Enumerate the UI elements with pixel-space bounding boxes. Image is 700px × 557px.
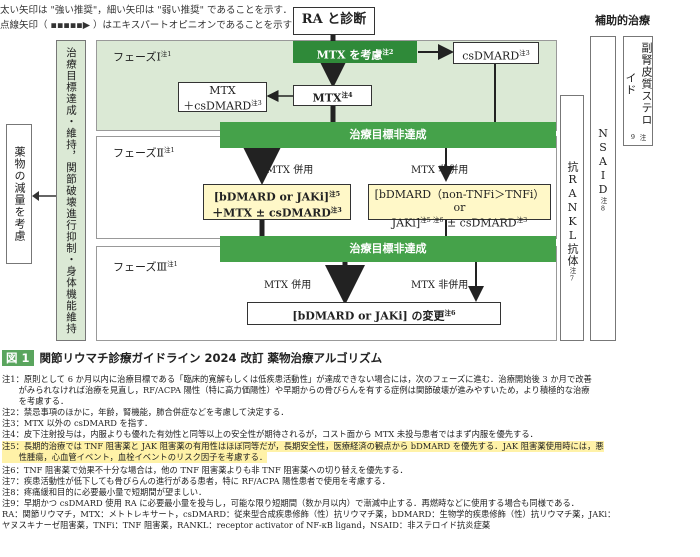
csdmard-box: csDMARD注3 — [453, 42, 539, 64]
label-mtx-combined-2: MTX 併用 — [264, 280, 312, 291]
unmet-goal-bar-2: 治療目標非達成 — [220, 236, 556, 262]
phase-2-label: フェーズⅡ注1 — [113, 146, 175, 160]
phase-3-label: フェーズⅢ注1 — [113, 260, 178, 274]
note-5a: 注5：長期的治療では TNF 阻害薬と JAK 阻害薬の有用性はほぼ同等だが，長… — [2, 441, 604, 452]
figure-caption: 図 1 関節リウマチ診療ガイドライン 2024 改訂 薬物治療アルゴリズム — [2, 350, 382, 366]
abbreviations-line-2: ヤヌスキナーゼ阻害薬，TNFi：TNF 阻害薬，RANKL：receptor a… — [2, 520, 491, 530]
note-5b: 性腫瘍，心血管イベント，血栓イベントのリスク因子を考慮する． — [2, 452, 268, 463]
corticosteroid-box: 副腎皮質ステロイド注9 — [623, 36, 653, 146]
treatment-goal-maintain-box: 治療目標達成・維持，関節破壊進行抑制・身体機能維持 — [56, 40, 86, 341]
note-1c: を考慮する． — [2, 396, 69, 406]
legend-line-2: 点線矢印（ ▪▪▪▪▪▶ ）はエキスパートオピニオンであることを示す． — [0, 20, 302, 31]
label-mtx-not-combined-2: MTX 非併用 — [411, 280, 469, 291]
phase-1-label: フェーズⅠ注1 — [113, 50, 172, 64]
mtx-box: MTX注4 — [293, 85, 372, 106]
mtx-consider-bar: MTX を考慮注2 — [293, 41, 417, 63]
abbreviations-line-1: RA：関節リウマチ，MTX：メトトレキサート，csDMARD：従来型合成疾患修飾… — [2, 509, 616, 519]
bdmard-jaki-without-mtx-box: [bDMARD（non-TNFi＞TNFi）or JAKi]注5 注6 ± cs… — [368, 184, 551, 230]
bdmard-jaki-with-mtx-box: [bDMARD or JAKi]注5 ＋MTX ± csDMARD注3 — [203, 184, 351, 220]
note-7: 注7：疾患活動性が低下しても骨びらんの進行がある患者，特に RF/ACPA 陽性… — [2, 476, 391, 486]
legend-line-1: 太い矢印は "強い推奨"，細い矢印は "弱い推奨" であることを示す． — [0, 5, 293, 16]
ra-diagnosis-box: RA と診断 — [293, 7, 375, 35]
figure-number: 図 1 — [2, 350, 34, 366]
anti-rankl-antibody-box: 抗RANKL抗体注7 — [560, 95, 584, 341]
note-1b: がみられなければ治療を見直し，RF/ACPA 陽性（特に高力価陽性）や早期からの… — [2, 385, 590, 395]
note-3: 注3：MTX 以外の csDMARD を指す． — [2, 418, 153, 428]
arrow-left-to-reduce — [32, 191, 56, 201]
label-mtx-combined: MTX 併用 — [266, 165, 314, 176]
mtx-plus-csdmard-box: MTX ＋csDMARD注3 — [178, 82, 267, 113]
note-4: 注4：皮下注射投与は，内服よりも優れた有効性と同等以上の安全性が期待されるが，コ… — [2, 429, 538, 439]
note-9: 注9：早期かつ csDMARD 使用 RA に必要最小量を投与し，可能な限り短期… — [2, 498, 580, 508]
figure-title: 関節リウマチ診療ガイドライン 2024 改訂 薬物治療アルゴリズム — [39, 351, 383, 365]
drug-reduction-box: 薬物の減量を考慮 — [6, 124, 32, 264]
note-8: 注8：疼痛緩和目的に必要最小量で短期間が望ましい． — [2, 487, 207, 497]
note-6: 注6：TNF 阻害薬で効果不十分な場合は，他の TNF 阻害薬よりも非 TNF … — [2, 465, 408, 475]
unmet-goal-bar-1: 治療目標非達成 — [220, 122, 556, 148]
note-1a: 注1：原則として 6 か月以内に治療目標である「臨床的寛解もしくは低疾患活動性」… — [2, 374, 592, 384]
note-2: 注2：禁忌事項のほかに，年齢，腎機能，肺合併症などを考慮して決定する． — [2, 407, 289, 417]
supportive-therapy-title: 補助的治療 — [595, 14, 650, 27]
label-mtx-not-combined: MTX 非併用 — [411, 165, 469, 176]
change-bdmard-jaki-box: [bDMARD or JAKi] の変更注6 — [247, 302, 501, 325]
